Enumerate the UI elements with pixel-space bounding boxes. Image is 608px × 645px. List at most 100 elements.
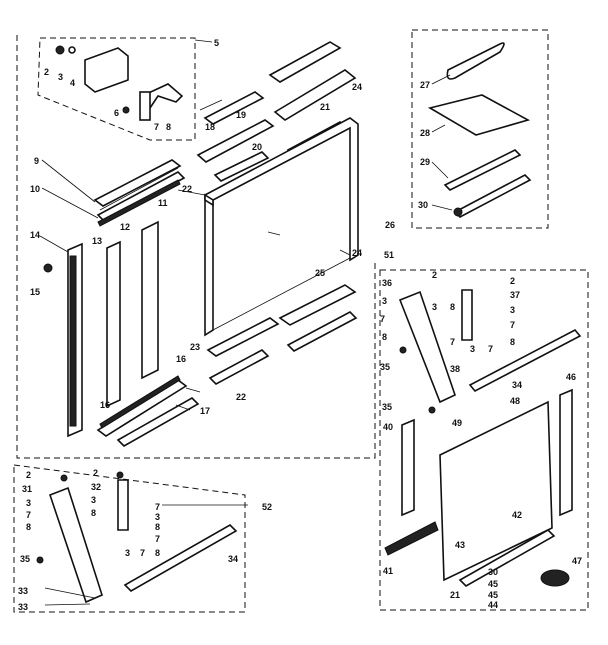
callout-13: 13: [92, 236, 102, 246]
callout-7b: 7: [380, 314, 385, 324]
callout-3d: 3: [510, 305, 515, 315]
callout-8f: 8: [26, 522, 31, 532]
callout-7h: 7: [155, 534, 160, 544]
bottom-rails: [206, 284, 358, 385]
callout-45a: 45: [488, 579, 498, 589]
callout-44: 44: [488, 600, 498, 610]
group-box-5: [37, 37, 196, 141]
callout-24b: 24: [352, 248, 362, 258]
callout-36: 36: [382, 278, 392, 288]
callout-51: 51: [384, 250, 394, 260]
callout-35b: 35: [382, 402, 392, 412]
callout-7d: 7: [450, 337, 455, 347]
callout-8: 8: [166, 122, 171, 132]
callout-9: 9: [34, 156, 39, 166]
callout-3i: 3: [125, 548, 130, 558]
callout-22a: 22: [182, 184, 192, 194]
left-side-kit: [36, 471, 238, 604]
callout-31: 31: [22, 484, 32, 494]
callout-33b: 33: [18, 602, 28, 612]
callout-21b: 21: [450, 590, 460, 600]
callout-8d: 8: [510, 337, 515, 347]
callout-35c: 35: [20, 554, 30, 564]
callout-41: 41: [383, 566, 393, 576]
callout-3h: 3: [155, 512, 160, 522]
callout-8e: 8: [91, 508, 96, 518]
callout-6: 6: [114, 108, 119, 118]
callout-3c: 3: [432, 302, 437, 312]
callout-40: 40: [383, 422, 393, 432]
callout-2d: 2: [26, 470, 31, 480]
callout-20: 20: [252, 142, 262, 152]
callout-27: 27: [420, 80, 430, 90]
callout-38: 38: [450, 364, 460, 374]
callout-37: 37: [510, 290, 520, 300]
callout-30a: 30: [418, 200, 428, 210]
callout-labels: 5 2 3 4 6 7 8 18 19 20 21 24 9 10 11 22 …: [18, 38, 582, 612]
callout-26: 26: [385, 220, 395, 230]
callout-34a: 34: [512, 380, 522, 390]
callout-46: 46: [566, 372, 576, 382]
callout-16b: 16: [176, 354, 186, 364]
callout-7e: 7: [488, 344, 493, 354]
callout-7: 7: [154, 122, 159, 132]
callout-23: 23: [190, 342, 200, 352]
callout-7c: 7: [510, 320, 515, 330]
callout-19: 19: [236, 110, 246, 120]
side-panels: [43, 159, 200, 447]
top-rails: [196, 41, 357, 182]
callout-29: 29: [420, 157, 430, 167]
callout-3b: 3: [382, 296, 387, 306]
window-frame: [204, 117, 359, 337]
callout-5: 5: [214, 38, 219, 48]
callout-4: 4: [70, 78, 75, 88]
callout-24a: 24: [352, 82, 362, 92]
seal-kit: [427, 42, 532, 218]
callout-3e: 3: [470, 344, 475, 354]
callout-15: 15: [30, 287, 40, 297]
callout-7g: 7: [155, 502, 160, 512]
leader-lines: [39, 39, 453, 606]
callout-16: 16: [100, 400, 110, 410]
callout-30b: 30: [488, 567, 498, 577]
callout-42: 42: [512, 510, 522, 520]
callout-2: 2: [44, 67, 49, 77]
callout-7i: 7: [140, 548, 145, 558]
main-assembly-box: [16, 35, 376, 459]
callout-3g: 3: [91, 495, 96, 505]
bracket-kit: [55, 45, 184, 121]
callout-2c: 2: [510, 276, 515, 286]
callout-17: 17: [200, 406, 210, 416]
callout-49: 49: [452, 418, 462, 428]
callout-11: 11: [158, 198, 168, 208]
callout-25: 25: [315, 268, 325, 278]
group-box-26: [411, 29, 549, 229]
callout-45b: 45: [488, 590, 498, 600]
callout-7f: 7: [26, 510, 31, 520]
callout-14: 14: [30, 230, 40, 240]
callout-12: 12: [120, 222, 130, 232]
callout-3f: 3: [26, 498, 31, 508]
callout-8c: 8: [382, 332, 387, 342]
callout-10: 10: [30, 184, 40, 194]
callout-21: 21: [320, 102, 330, 112]
callout-28: 28: [420, 128, 430, 138]
callout-47: 47: [572, 556, 582, 566]
callout-8h: 8: [155, 548, 160, 558]
callout-48: 48: [510, 396, 520, 406]
callout-32: 32: [91, 482, 101, 492]
callout-34b: 34: [228, 554, 238, 564]
callout-52: 52: [262, 502, 272, 512]
callout-22b: 22: [236, 392, 246, 402]
callout-18: 18: [205, 122, 215, 132]
callout-33a: 33: [18, 586, 28, 596]
callout-43: 43: [455, 540, 465, 550]
callout-8b: 8: [450, 302, 455, 312]
callout-2b: 2: [432, 270, 437, 280]
right-side-kit: [384, 289, 582, 587]
callout-2e: 2: [93, 468, 98, 478]
group-box-52: [13, 464, 246, 613]
callout-35a: 35: [380, 362, 390, 372]
callout-8g: 8: [155, 522, 160, 532]
